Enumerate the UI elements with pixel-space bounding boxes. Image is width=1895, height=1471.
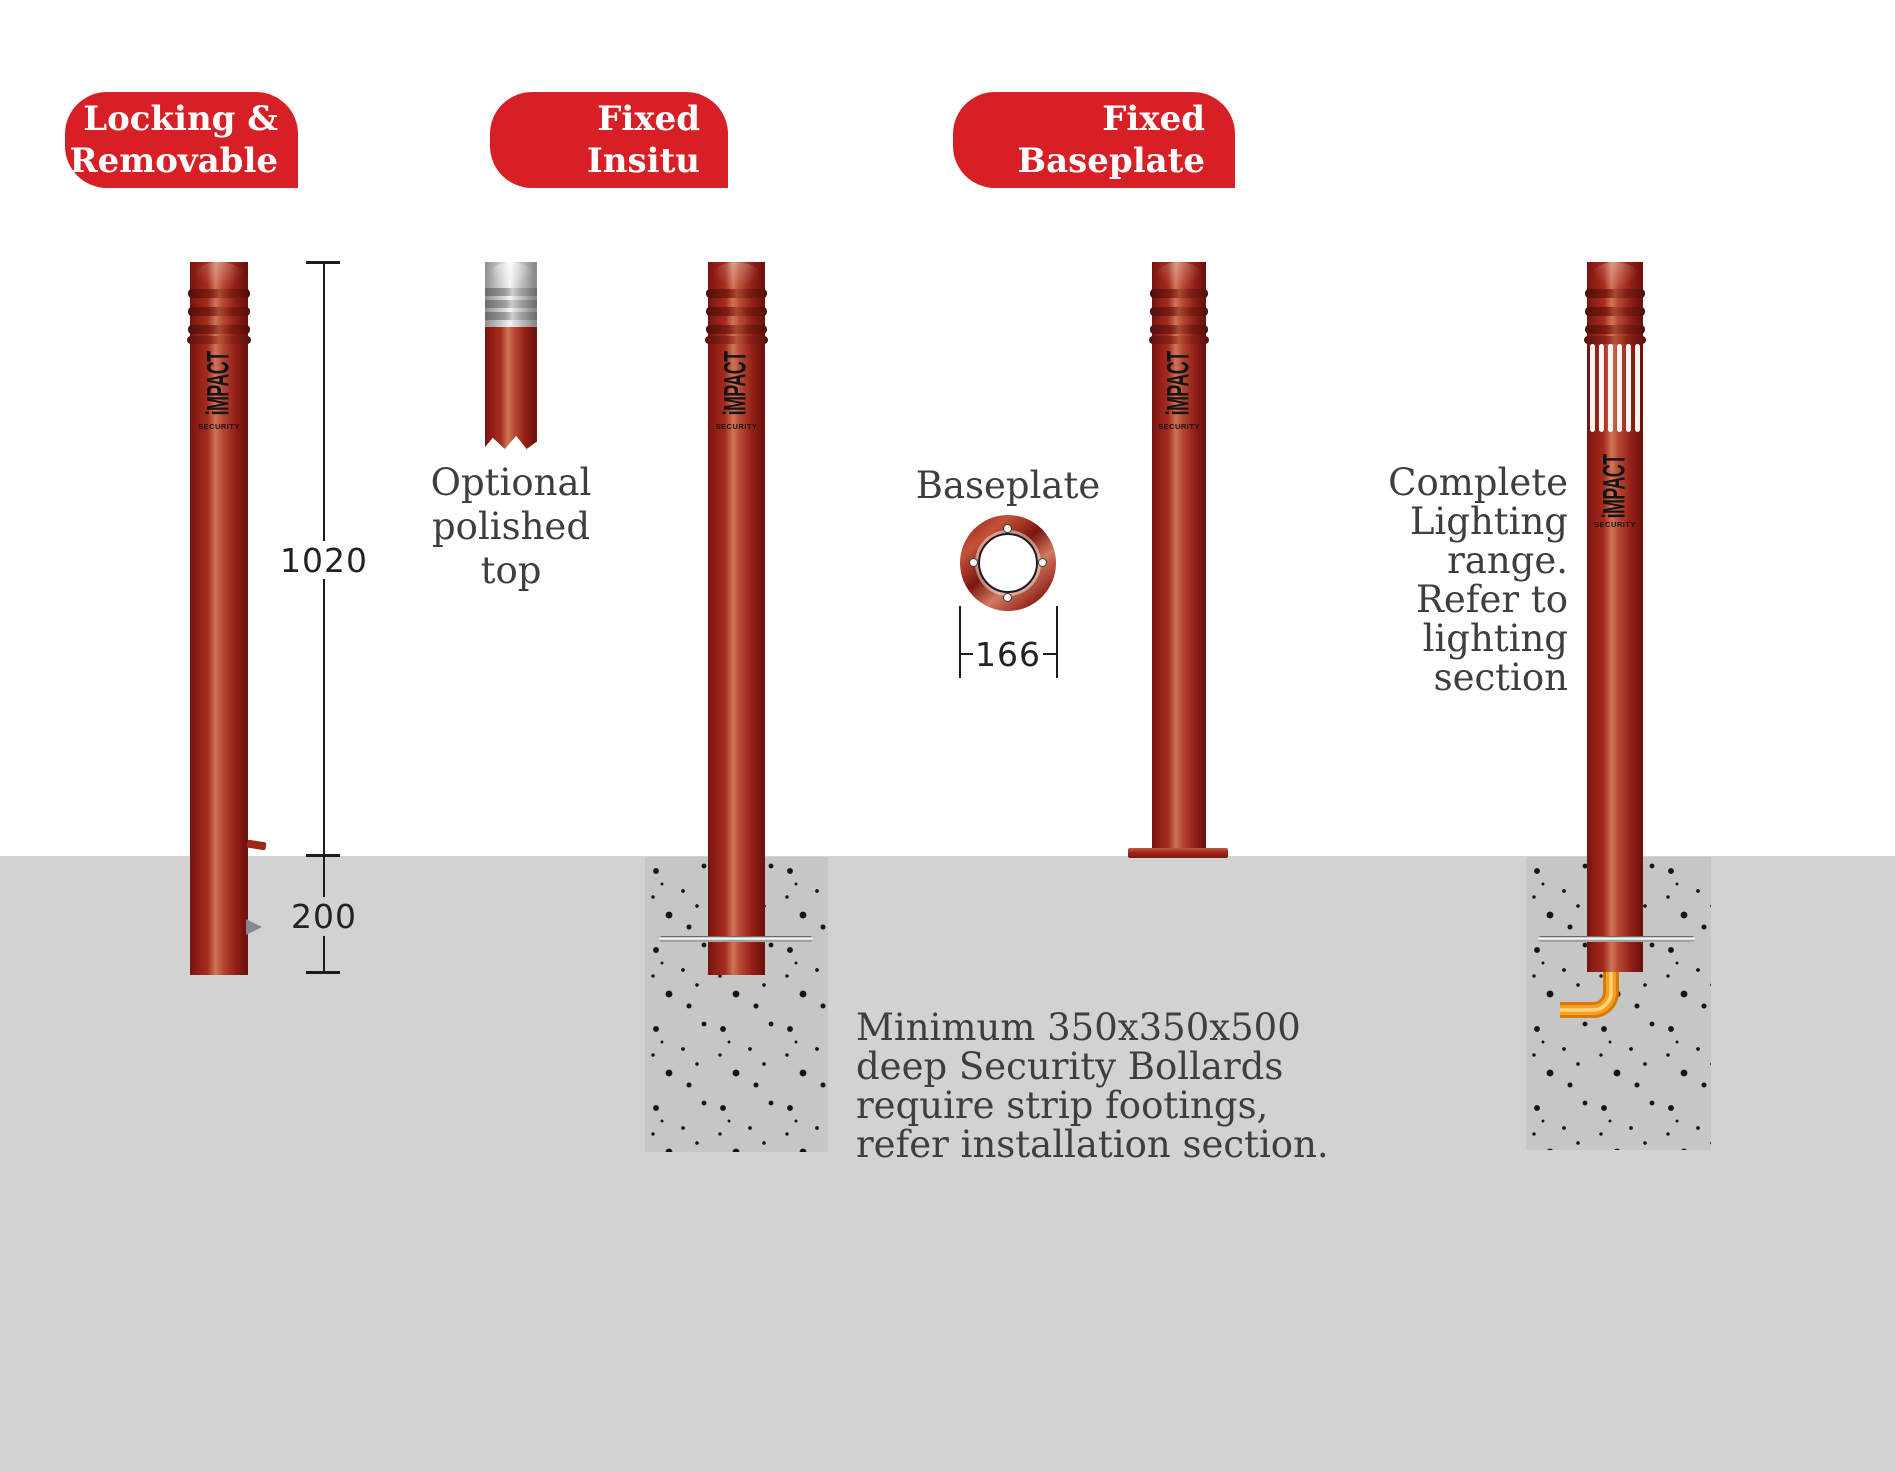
baseplate-top-view bbox=[960, 515, 1056, 611]
bolt-hole bbox=[969, 558, 978, 567]
note-line: Optional bbox=[430, 461, 592, 504]
optional-top-note: Optional polished top bbox=[411, 461, 611, 593]
dimension-line bbox=[323, 579, 325, 897]
note-line: lighting bbox=[1422, 617, 1568, 660]
dimension-tick bbox=[306, 971, 340, 974]
bollard-cap bbox=[708, 262, 765, 290]
badge-locking-removable: Locking & Removable bbox=[65, 92, 298, 188]
bollard-groove bbox=[188, 325, 250, 334]
bollard-groove bbox=[1585, 289, 1645, 298]
note-line: polished bbox=[431, 505, 591, 548]
badge-line: Fixed bbox=[597, 99, 700, 139]
dimension-tick bbox=[306, 261, 340, 264]
note-line: top bbox=[480, 549, 542, 592]
badge-line: Removable bbox=[69, 141, 278, 181]
dimension-line bbox=[323, 936, 325, 974]
dimension-200: 200 bbox=[291, 897, 357, 936]
security-logo-text: SECURITY bbox=[1594, 520, 1636, 529]
security-logo-text: SECURITY bbox=[1158, 422, 1200, 431]
bollard-cap bbox=[1152, 262, 1206, 290]
light-slot bbox=[1617, 344, 1622, 432]
note-line: refer installation section. bbox=[856, 1123, 1329, 1166]
badge-fixed-insitu: Fixed Insitu bbox=[490, 92, 728, 188]
light-slot bbox=[1608, 344, 1613, 432]
bollard-locking-removable: iMPACT SECURITY bbox=[187, 262, 251, 975]
bollard-collar bbox=[1149, 336, 1209, 344]
bollard-cap bbox=[1587, 262, 1643, 290]
bollard-groove bbox=[188, 307, 250, 316]
bolt-hole bbox=[1038, 558, 1047, 567]
light-slot bbox=[1599, 344, 1604, 432]
dimension-166: 166 bbox=[973, 635, 1043, 674]
ground-level-arrow-icon bbox=[246, 919, 262, 935]
impact-logo: iMPACT bbox=[708, 348, 765, 418]
dimension-tick bbox=[959, 606, 961, 678]
polished-top-cap bbox=[485, 262, 537, 288]
rebar-rod bbox=[1538, 936, 1695, 942]
note-line: section bbox=[1433, 656, 1568, 699]
light-window bbox=[1587, 343, 1643, 433]
impact-logo-text: iMPACT bbox=[1161, 351, 1196, 415]
lighting-note: Complete Lighting range. Refer to lighti… bbox=[1368, 463, 1568, 697]
impact-logo: iMPACT bbox=[1587, 452, 1643, 520]
badge-line: Fixed bbox=[1102, 99, 1205, 139]
bollard-cap bbox=[190, 262, 248, 290]
note-line: require strip footings, bbox=[856, 1084, 1269, 1127]
locking-pin bbox=[246, 839, 267, 851]
dimension-tick bbox=[1056, 606, 1058, 678]
bollard-groove bbox=[706, 289, 767, 298]
footing-note: Minimum 350x350x500 deep Security Bollar… bbox=[856, 1006, 1329, 1166]
light-slot bbox=[1635, 344, 1640, 432]
impact-logo: iMPACT bbox=[1152, 348, 1206, 418]
note-line: deep Security Bollards bbox=[856, 1045, 1284, 1088]
impact-logo: iMPACT bbox=[190, 348, 248, 418]
dimension-1020: 1020 bbox=[280, 541, 368, 580]
impact-logo-text: iMPACT bbox=[201, 351, 236, 415]
bollard-groove bbox=[1150, 289, 1208, 298]
bollard-fixed-insitu: iMPACT SECURITY bbox=[705, 262, 768, 975]
bollard-groove bbox=[1585, 325, 1645, 334]
bollard-fixed-baseplate: iMPACT SECURITY bbox=[1149, 262, 1209, 849]
bollard-collar bbox=[1584, 336, 1646, 344]
bollard-groove bbox=[706, 307, 767, 316]
note-line: Complete bbox=[1388, 461, 1568, 504]
baseplate-hole bbox=[978, 533, 1038, 593]
polished-top-groove bbox=[485, 300, 537, 308]
polished-top-groove bbox=[485, 288, 537, 296]
note-line: Lighting bbox=[1409, 500, 1568, 543]
light-slot bbox=[1626, 344, 1631, 432]
baseplate-flange bbox=[1128, 848, 1228, 858]
note-line: Refer to bbox=[1416, 578, 1568, 621]
bollard-groove bbox=[1585, 307, 1645, 316]
dimension-tick bbox=[306, 854, 340, 857]
badge-fixed-baseplate: Fixed Baseplate bbox=[953, 92, 1235, 188]
badge-line: Baseplate bbox=[1017, 141, 1205, 181]
note-line: range. bbox=[1447, 539, 1568, 582]
bollard-groove bbox=[706, 325, 767, 334]
bollard-collar bbox=[705, 336, 768, 344]
bollard-lighting: iMPACT SECURITY bbox=[1584, 262, 1646, 972]
electrical-conduit bbox=[1560, 962, 1619, 1018]
polished-top-snippet bbox=[485, 262, 537, 449]
note-line: Minimum 350x350x500 bbox=[856, 1006, 1301, 1049]
impact-logo-text: iMPACT bbox=[718, 351, 754, 415]
bollard-groove bbox=[1150, 307, 1208, 316]
bolt-hole bbox=[1003, 524, 1012, 533]
light-slot bbox=[1590, 344, 1595, 432]
bollard-collar bbox=[187, 336, 251, 344]
rebar-rod bbox=[659, 936, 813, 942]
polished-top-groove bbox=[485, 312, 537, 320]
badge-line: Locking & bbox=[83, 99, 278, 139]
security-logo-text: SECURITY bbox=[198, 422, 240, 431]
bollard-groove bbox=[1150, 325, 1208, 334]
baseplate-label: Baseplate bbox=[915, 464, 1101, 507]
dimension-line bbox=[323, 262, 325, 541]
bollard-groove bbox=[188, 289, 250, 298]
impact-logo-text: iMPACT bbox=[1597, 454, 1632, 518]
badge-line: Insitu bbox=[586, 141, 700, 181]
bolt-hole bbox=[1003, 593, 1012, 602]
security-logo-text: SECURITY bbox=[715, 422, 758, 431]
